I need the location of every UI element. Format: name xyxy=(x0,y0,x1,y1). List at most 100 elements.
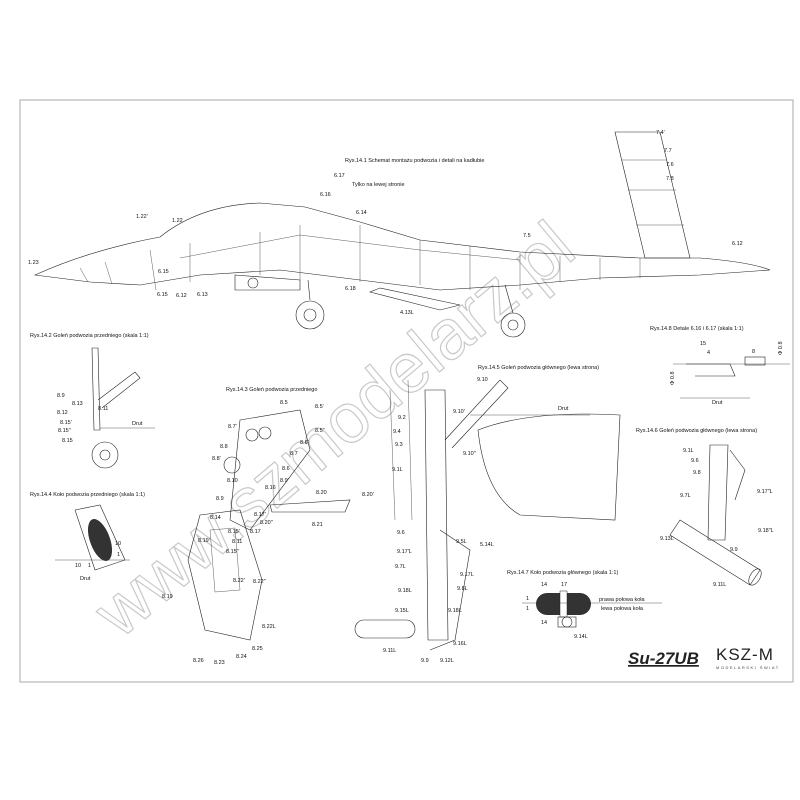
part-label: 10 xyxy=(75,563,81,569)
part-label: 6.15 xyxy=(157,292,168,298)
fig-14-3-nose-leg-detail: Rys.14.3 Goleń podwozia przedniego 8.7' … xyxy=(162,387,374,666)
part-label: 9.9 xyxy=(421,658,429,664)
part-label: 8.25 xyxy=(252,646,263,652)
part-label: 6.16 xyxy=(320,192,331,198)
part-label: 8.20" xyxy=(260,520,273,526)
part-label: 8.17 xyxy=(250,529,261,535)
part-label: 9.1L xyxy=(392,467,403,473)
part-label: 8.16 xyxy=(265,485,276,491)
part-label: 9.17'L xyxy=(397,549,412,555)
part-label: 1.23 xyxy=(28,260,39,266)
caption-fig-14-1: Rys.14.1 Schemat montażu podwozia i deta… xyxy=(345,158,484,164)
part-label: 8.10 xyxy=(227,478,238,484)
note-wire: Drut xyxy=(132,421,143,427)
dimension-label: Φ 0.8 xyxy=(778,341,784,355)
part-label: 14 xyxy=(541,582,547,588)
part-label: 8.15" xyxy=(58,428,71,434)
fig-14-6-main-leg: Rys.14.6 Goleń podwozia głównego (lewa s… xyxy=(636,428,774,588)
part-label: 8.7 xyxy=(290,451,298,457)
part-label: 9.10" xyxy=(463,451,476,457)
part-label: 14 xyxy=(541,620,547,626)
part-label: 7.4' xyxy=(656,130,665,136)
fig-14-8-details: Rys.14.8 Detale 6.16 i 6.17 (skala 1:1) … xyxy=(650,326,790,406)
brand-logo: KSZ-M xyxy=(716,645,774,664)
fig-14-4-nose-wheel: Rys.14.4 Koło podwozia przedniego (skala… xyxy=(30,492,145,582)
caption-fig-14-2: Rys.14.2 Goleń podwozia przedniego (skal… xyxy=(30,333,149,339)
part-label: 8.15' xyxy=(228,529,240,535)
part-label: 8.8' xyxy=(212,456,221,462)
part-label: 1 xyxy=(526,606,529,612)
part-label: 9.2 xyxy=(398,415,406,421)
part-label: 9.17"L xyxy=(757,489,773,495)
aircraft-side-view xyxy=(33,131,771,338)
part-label: 8.7' xyxy=(228,424,237,430)
part-label: 9.16L xyxy=(453,641,467,647)
caption-fig-14-5: Rys.14.5 Goleń podwozia głównego (lewa s… xyxy=(478,365,599,371)
part-label: 1.22 xyxy=(172,218,183,224)
part-label: 8.15' xyxy=(60,420,72,426)
brand-subtitle: MODELARSKI ŚWIAT xyxy=(716,665,780,670)
dimension-label: Φ 0.8 xyxy=(670,371,676,385)
part-label: 8.22" xyxy=(253,579,266,585)
part-label: 9.9 xyxy=(730,547,738,553)
part-label: 1 xyxy=(526,596,529,602)
part-label: 6.14 xyxy=(356,210,367,216)
part-label: 8.5" xyxy=(315,428,325,434)
part-label: 9.3 xyxy=(395,442,403,448)
part-label: 6.15 xyxy=(158,269,169,275)
part-label: 9.8L xyxy=(457,586,468,592)
part-label: 9.15L xyxy=(395,608,409,614)
fig-14-5-main-leg: Rys.14.5 Goleń podwozia głównego (lewa s… xyxy=(354,365,621,664)
caption-fig-14-8: Rys.14.8 Detale 6.16 i 6.17 (skala 1:1) xyxy=(650,326,744,332)
part-label: 8.9 xyxy=(216,496,224,502)
part-label: 8.11 xyxy=(232,539,242,545)
part-label: 6.13 xyxy=(197,292,208,298)
part-label: 8.13 xyxy=(72,401,83,407)
part-label: 8.6 xyxy=(282,466,290,472)
dimension-label: 15 xyxy=(700,341,706,347)
part-label: 8.24 xyxy=(236,654,247,660)
part-label: 9.7L xyxy=(395,564,406,570)
part-label: 8.22L xyxy=(262,624,276,630)
caption-fig-14-4: Rys.14.4 Koło podwozia przedniego (skala… xyxy=(30,492,145,498)
part-label: 8.5' xyxy=(315,404,324,410)
part-label: 8.6' xyxy=(300,440,309,446)
part-label: 6.12 xyxy=(732,241,743,247)
part-label: 8.11 xyxy=(98,406,108,412)
part-label: 9.4 xyxy=(393,429,401,435)
part-label: 6.18 xyxy=(345,286,356,292)
caption-fig-14-6: Rys.14.6 Goleń podwozia głównego (lewa s… xyxy=(636,428,757,434)
part-label: 6.12 xyxy=(176,293,187,299)
part-label: 8.9 xyxy=(57,393,65,399)
part-label: 9.18L xyxy=(398,588,412,594)
part-label: 1.22' xyxy=(136,214,148,220)
part-label: 8.8 xyxy=(220,444,228,450)
note-left-half: lewa połowa koła xyxy=(601,606,644,612)
part-label: 6.17 xyxy=(334,173,345,179)
part-label: 8.19' xyxy=(198,538,210,544)
note-right-half: prawa połowa koła xyxy=(599,597,645,603)
fig-14-2-nose-leg: Rys.14.2 Goleń podwozia przedniego (skal… xyxy=(30,333,155,469)
part-label: 9.5L xyxy=(456,539,467,545)
part-label: 8.15" xyxy=(226,549,239,555)
part-label: 8.23 xyxy=(214,660,225,666)
part-label: 8.20 xyxy=(316,490,327,496)
part-label: 9.6 xyxy=(691,458,699,464)
aircraft-labels: Rys.14.1 Schemat montażu podwozia i deta… xyxy=(28,130,743,316)
part-label: 7.6 xyxy=(666,162,674,168)
part-label: 9.12L xyxy=(440,658,454,664)
caption-fig-14-7: Rys.14.7 Koło podwozia głównego (skala 1… xyxy=(507,570,618,576)
part-label: 8.14 xyxy=(210,515,221,521)
sheet-frame xyxy=(19,99,794,683)
part-label: 7.7 xyxy=(664,148,672,154)
note-wire: Drut xyxy=(558,406,569,412)
part-label: 8.22' xyxy=(233,578,245,584)
part-label: 8.26 xyxy=(193,658,204,664)
part-label: 8.20' xyxy=(362,492,374,498)
part-label: 17 xyxy=(561,582,567,588)
part-label: 1 xyxy=(88,563,91,569)
part-label: 9.13L xyxy=(660,536,674,542)
part-label: 9.8 xyxy=(693,470,701,476)
part-label: 4.13L xyxy=(400,310,414,316)
part-label: 7.5 xyxy=(523,233,531,239)
